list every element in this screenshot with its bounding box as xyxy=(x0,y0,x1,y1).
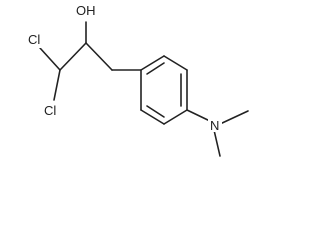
bond-c1-c2 xyxy=(59,42,87,71)
bond-c1-cl2 xyxy=(53,69,61,101)
cl1-label-bg xyxy=(27,30,45,48)
hydroxyl-label: OH xyxy=(76,3,96,18)
bond-c2-c3 xyxy=(85,42,113,71)
bond-ring-n xyxy=(186,109,213,123)
nitrogen-label-bg xyxy=(208,118,222,132)
bond-c1-cl1 xyxy=(39,47,61,71)
bond-n-methyl-right xyxy=(219,110,249,125)
structure-canvas: OH Cl Cl N xyxy=(27,2,249,157)
ring-bond-2 xyxy=(163,55,188,71)
chlorine-label-bottom: Cl xyxy=(44,103,56,118)
bond-n-methyl-down xyxy=(213,129,221,157)
nitrogen-label: N xyxy=(210,118,219,133)
cl2-label-bg xyxy=(42,101,60,119)
ring-bond-4 xyxy=(163,109,188,125)
chlorine-label-top: Cl xyxy=(28,32,40,47)
oh-label-bg xyxy=(74,2,98,19)
ring-bond-1 xyxy=(140,55,165,71)
molecule-structure: OH Cl Cl N xyxy=(27,2,249,157)
ring-inner-bond-3 xyxy=(146,105,165,118)
ring-inner-bond-1 xyxy=(146,62,165,75)
ring-bond-5 xyxy=(140,109,165,125)
